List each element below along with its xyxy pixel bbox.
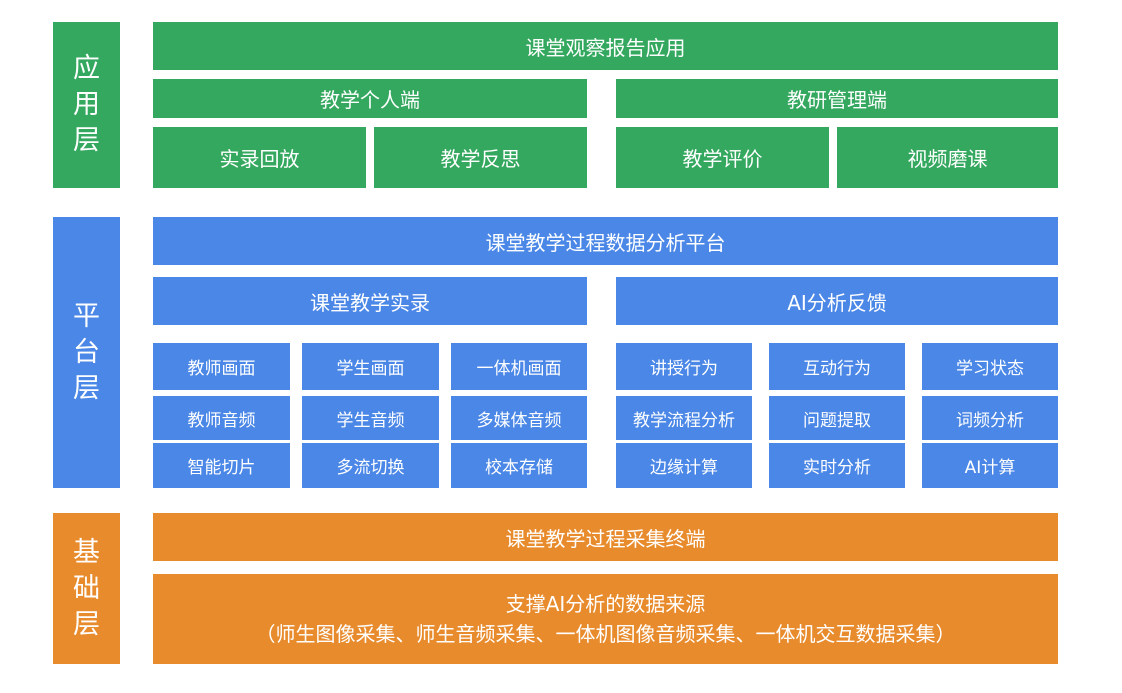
recording-item: 多媒体音频 — [451, 396, 587, 440]
capture-terminal: 课堂教学过程采集终端 — [153, 513, 1058, 561]
ai-item: 实时分析 — [769, 443, 905, 488]
recording-item: 多流切换 — [302, 443, 439, 488]
platform-layer-label: 平 台 层 — [53, 217, 120, 488]
ai-item: 讲授行为 — [616, 343, 752, 390]
classroom-observation-report-app: 课堂观察报告应用 — [153, 22, 1058, 70]
ai-item: 词频分析 — [922, 396, 1058, 440]
data-sources-detail: （师生图像采集、师生音频采集、一体机图像音频采集、一体机交互数据采集） — [255, 622, 956, 646]
recording-item: 智能切片 — [153, 443, 290, 488]
teacher-personal-portal: 教学个人端 — [153, 79, 587, 118]
teaching-reflection: 教学反思 — [374, 127, 587, 188]
recording-item: 一体机画面 — [451, 343, 587, 390]
ai-item: 互动行为 — [769, 343, 905, 390]
ai-item: 教学流程分析 — [616, 396, 752, 440]
ai-item: 边缘计算 — [616, 443, 752, 488]
recording-item: 校本存储 — [451, 443, 587, 488]
recording-item: 教师音频 — [153, 396, 290, 440]
recording-item: 教师画面 — [153, 343, 290, 390]
recording-item: 学生画面 — [302, 343, 439, 390]
recording-playback: 实录回放 — [153, 127, 366, 188]
ai-item: 学习状态 — [922, 343, 1058, 390]
classroom-recording: 课堂教学实录 — [153, 277, 587, 325]
ai-analysis-feedback: AI分析反馈 — [616, 277, 1058, 325]
ai-item: AI计算 — [922, 443, 1058, 488]
teaching-evaluation: 教学评价 — [616, 127, 829, 188]
data-sources: 支撑AI分析的数据来源 （师生图像采集、师生音频采集、一体机图像音频采集、一体机… — [153, 574, 1058, 664]
research-management-portal: 教研管理端 — [616, 79, 1058, 118]
ai-item: 问题提取 — [769, 396, 905, 440]
video-lesson-polishing: 视频磨课 — [837, 127, 1058, 188]
data-analysis-platform: 课堂教学过程数据分析平台 — [153, 217, 1058, 265]
application-layer-label: 应 用 层 — [53, 22, 120, 188]
recording-item: 学生音频 — [302, 396, 439, 440]
foundation-layer-label: 基 础 层 — [53, 513, 120, 664]
data-sources-title: 支撑AI分析的数据来源 — [505, 592, 706, 616]
